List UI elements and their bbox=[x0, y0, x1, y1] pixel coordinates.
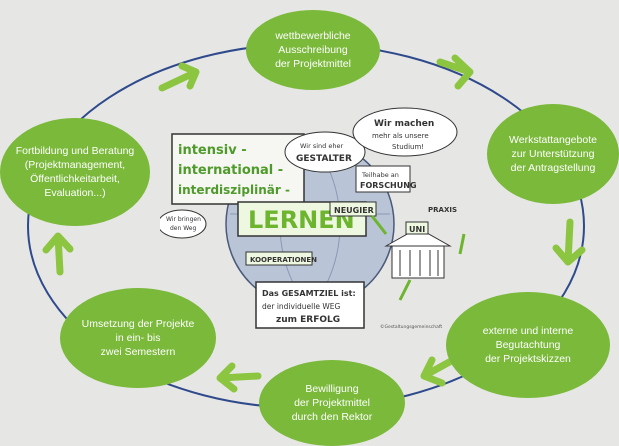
green-arrows-uni bbox=[370, 215, 466, 301]
mehr-line-3: Studium! bbox=[392, 143, 424, 151]
uni-label: UNI bbox=[409, 225, 425, 234]
neugier-label: NEUGIER bbox=[334, 206, 374, 215]
uni-roof bbox=[384, 227, 452, 247]
credit-text: ©Gestaltungsgemeinschaft bbox=[380, 323, 442, 330]
arrow-right bbox=[552, 218, 586, 266]
forschung-line-2: FORSCHUNG bbox=[360, 181, 417, 190]
uni-tag bbox=[405, 221, 429, 235]
bubble-weg bbox=[160, 209, 207, 239]
gestalter-line-2: GESTALTER bbox=[296, 154, 352, 164]
mehr-line-1: Wir machen bbox=[374, 119, 434, 129]
arrow-top-right bbox=[436, 54, 474, 90]
bubble-mehr bbox=[352, 107, 458, 157]
step-umsetzung: Umsetzung der Projekte in ein- bis zwei … bbox=[60, 288, 216, 388]
kooperationen-label: KOOPERATIONEN bbox=[250, 256, 317, 264]
weg-line-1: Wir bringen bbox=[166, 216, 201, 223]
forschung-box bbox=[355, 165, 411, 193]
step-ausschreibung: wettbewerbliche Ausschreibung der Projek… bbox=[246, 10, 380, 90]
ziel-line-2: der individuelle WEG bbox=[262, 302, 340, 311]
uni-columns bbox=[399, 250, 439, 276]
gestalter-line-1: Wir sind eher bbox=[300, 142, 343, 150]
ziel-line-1: Das GESAMTZIEL ist: bbox=[262, 289, 356, 298]
ziel-line-3: zum ERFOLG bbox=[276, 315, 340, 325]
arrow-left bbox=[42, 232, 74, 276]
step-fortbildung: Fortbildung und Beratung (Projektmanagem… bbox=[0, 118, 150, 226]
mehr-line-2: mehr als unsere bbox=[372, 132, 429, 140]
neugier-tag bbox=[329, 201, 377, 217]
title-line-2: international - bbox=[178, 163, 283, 178]
step-werkstattangebote: Werkstattangebote zur Unterstützung der … bbox=[487, 104, 619, 204]
praxis-label: PRAXIS bbox=[428, 206, 457, 214]
arrow-bottom-left bbox=[216, 362, 262, 393]
step-bewilligung: Bewilligung der Projektmittel durch den … bbox=[259, 360, 405, 446]
arrow-top-left bbox=[158, 62, 200, 92]
forschung-line-1: Teilhabe an bbox=[361, 171, 399, 179]
center-illustration: intensiv - international - interdiszipli… bbox=[160, 107, 466, 330]
step-begutachtung: externe und interne Begutachtung der Pro… bbox=[446, 292, 610, 398]
bubble-gestalter bbox=[284, 131, 366, 173]
weg-line-2: den Weg bbox=[170, 225, 196, 232]
ziel-box bbox=[255, 281, 365, 329]
kooperationen-tag bbox=[245, 251, 313, 266]
title-line-3: interdisziplinär - bbox=[178, 183, 290, 197]
title-line-1: intensiv - bbox=[178, 143, 247, 158]
